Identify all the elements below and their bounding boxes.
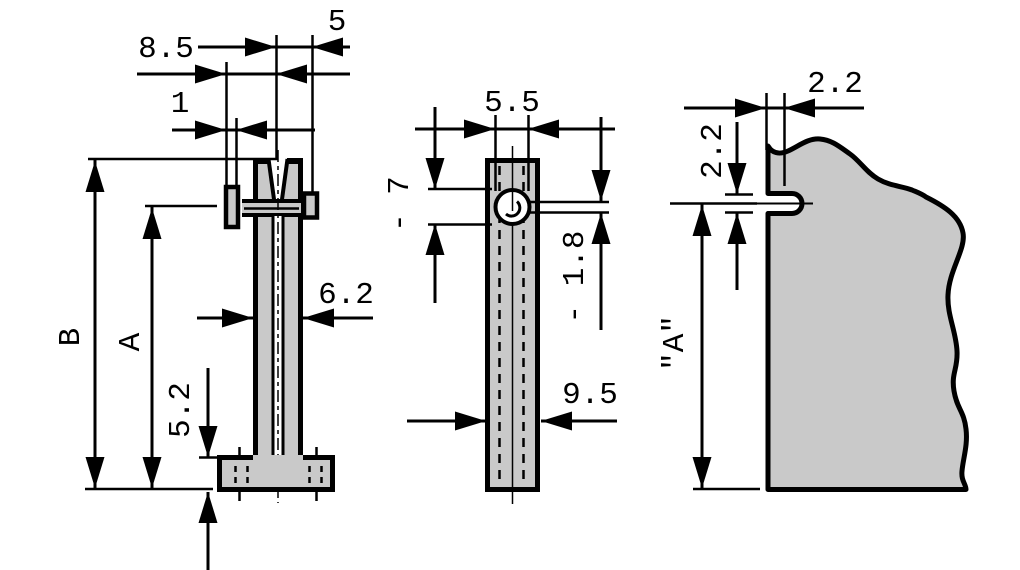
dim-label-top-right-width: 5 — [328, 5, 347, 40]
dim-label-base-height: 5.2 — [164, 382, 199, 438]
dim-label-body-depth: 9.5 — [562, 378, 618, 413]
side-hole-inner-arc — [505, 200, 522, 218]
front-base — [217, 455, 335, 492]
dim-label-boss-width: 5.5 — [484, 86, 540, 121]
dim-label-pin-head-width: 1 — [171, 87, 190, 122]
panel-section — [765, 136, 969, 492]
dim-label-slot-width: 6.2 — [318, 278, 374, 313]
dim-label-total-height: B — [54, 328, 89, 347]
side-view: 5.5 - 7 - 1.8 9.5 — [383, 86, 618, 504]
dim-label-top-width: 8.5 — [138, 32, 194, 67]
front-view: 8.5 5 1 6.2 B A 5.2 — [54, 5, 374, 570]
dim-label-ref-height: "A" — [658, 315, 693, 371]
dim-label-slot-height: 2.2 — [696, 123, 731, 179]
dim-label-hole-diameter: - 1.8 — [558, 230, 593, 323]
dim-label-pin-height: A — [114, 332, 149, 351]
front-pin-head-right — [301, 191, 320, 220]
front-pin-head-left — [223, 184, 241, 230]
dim-label-slot-depth: 2.2 — [807, 67, 863, 102]
panel-view: 2.2 2.2 "A" — [658, 67, 969, 492]
dim-label-hole-offset: - 7 — [383, 176, 418, 232]
